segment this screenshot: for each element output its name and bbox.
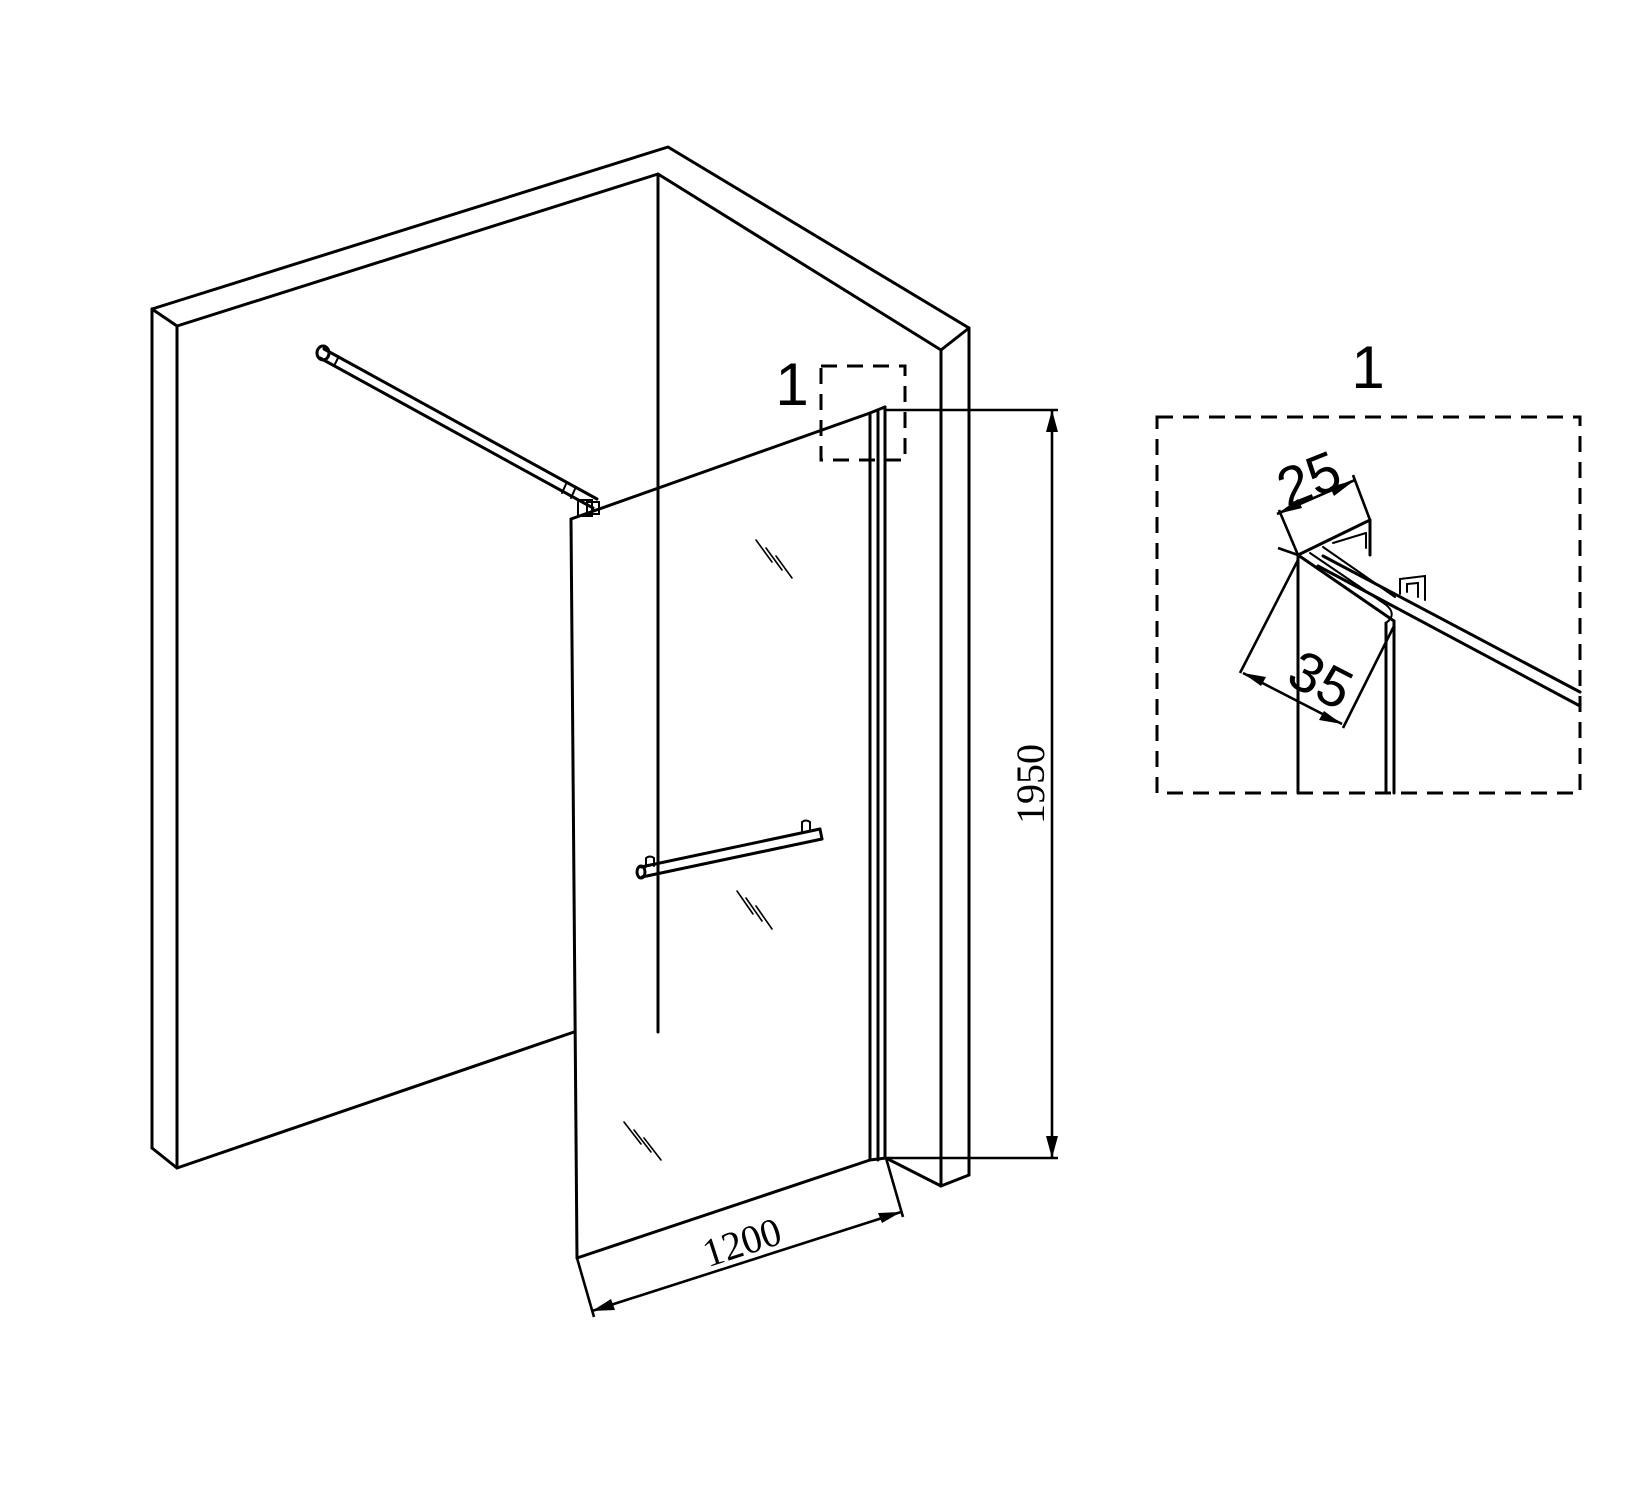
detail-title: 1: [1351, 334, 1384, 401]
profile-section: [1296, 518, 1582, 795]
detail-callout: 1: [775, 351, 907, 462]
profile-width-dimension: 35: [1238, 559, 1396, 729]
width-dimension: 1200: [575, 1157, 905, 1318]
glass-panel: [569, 405, 888, 1260]
towel-bar: [635, 819, 824, 880]
height-dimension-label: 1950: [1008, 744, 1053, 824]
wall-top-outer: [150, 145, 971, 330]
profile-depth-label: 25: [1268, 438, 1349, 520]
stabiliser-bar: [315, 344, 600, 517]
wall-top-inner: [175, 172, 943, 352]
width-dimension-label: 1200: [697, 1208, 787, 1276]
callout-number: 1: [775, 351, 808, 418]
wall-structure: [150, 145, 971, 1188]
profile-width-label: 35: [1279, 637, 1363, 721]
glass-reflection-marks: [623, 539, 793, 1161]
height-dimension: 1950: [885, 408, 1058, 1160]
detail-view: 1: [1155, 334, 1582, 795]
